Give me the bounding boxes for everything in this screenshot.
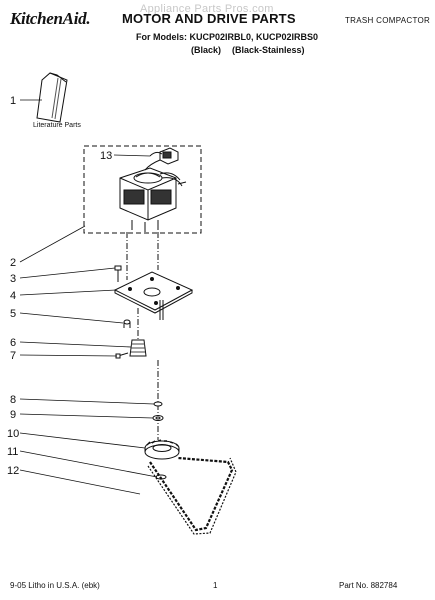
spacer <box>123 319 131 328</box>
callout-13: 13 <box>100 150 112 162</box>
callout-7: 7 <box>10 350 16 362</box>
footer-page-number: 1 <box>213 581 218 590</box>
motor <box>119 167 187 232</box>
screw <box>114 265 122 282</box>
callout-5: 5 <box>10 308 16 320</box>
sprocket-gear <box>144 439 180 460</box>
drive-chain <box>147 456 237 535</box>
models-line: For Models: KUCP02IRBL0, KUCP02IRBS0 <box>136 32 319 42</box>
mounting-plate <box>113 271 194 320</box>
leader-lines <box>19 99 158 495</box>
washer <box>153 401 163 407</box>
callout-4: 4 <box>10 290 16 302</box>
callout-2: 2 <box>10 257 16 269</box>
motor-assembly-box <box>83 145 202 234</box>
callout-1: 1 <box>10 95 16 107</box>
callout-11: 11 <box>7 446 18 458</box>
callout-12: 12 <box>7 465 19 477</box>
watermark: Appliance Parts Pros.com <box>140 3 274 15</box>
finish-black: (Black) <box>191 45 222 55</box>
brand-logo: KitchenAid. <box>10 9 91 28</box>
finish-stainless: (Black-Stainless) <box>232 45 305 55</box>
footer-part-number: Part No. 882784 <box>339 581 398 590</box>
callout-3: 3 <box>10 273 16 285</box>
callout-numbers: 1 13 2 3 4 5 6 7 8 9 10 11 12 <box>7 95 112 477</box>
literature-parts-label: Literature Parts <box>33 122 81 129</box>
nut <box>152 415 164 421</box>
footer-litho: 9-05 Litho in U.S.A. (ebk) <box>10 581 100 590</box>
literature-booklet <box>36 72 68 123</box>
page-title: MOTOR AND DRIVE PARTS <box>122 11 296 26</box>
set-screw <box>115 352 129 359</box>
category-label: TRASH COMPACTOR <box>345 16 431 25</box>
motor-capacitor <box>144 147 179 171</box>
callout-9: 9 <box>10 409 16 421</box>
callout-8: 8 <box>10 394 16 406</box>
callout-6: 6 <box>10 337 16 349</box>
pinion-gear <box>129 339 147 357</box>
callout-10: 10 <box>7 428 19 440</box>
